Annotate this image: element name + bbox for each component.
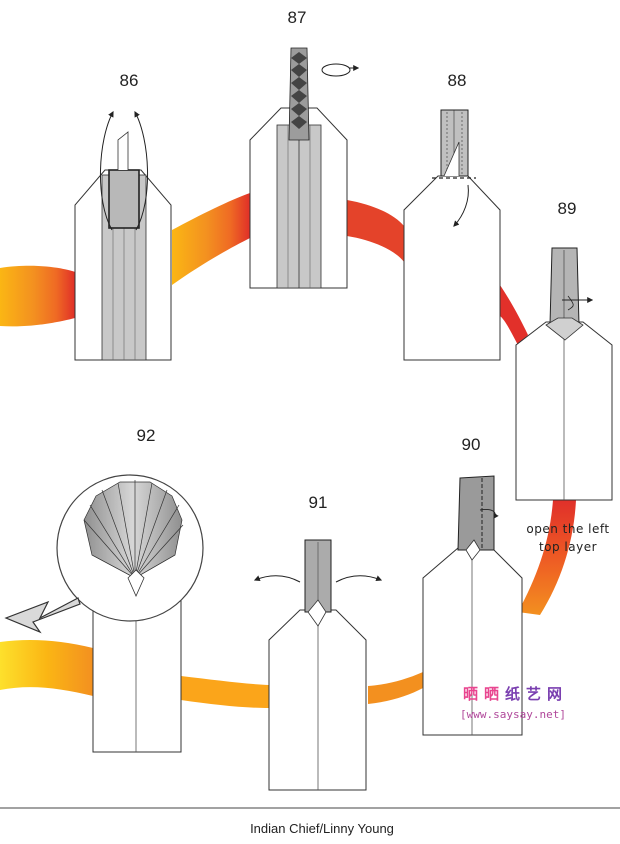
watermark-char-5: 网 [547,685,562,703]
step-87-model [249,47,360,289]
step-86-number: 86 [120,71,139,90]
step-89-instruction-line1: open the left [526,522,609,536]
watermark-char-4: 艺 [526,685,541,703]
step-92-number: 92 [137,426,156,445]
step-89-instruction-line2: top layer [539,540,597,554]
step-86-model [74,110,172,361]
step-90-model [422,475,523,736]
headdress-fan [83,480,184,579]
step-87-number: 87 [288,8,307,27]
watermark-char-1: 晒 [463,685,478,703]
step-90-number: 90 [462,435,481,454]
step-89-model [515,247,613,501]
step-88-model [403,109,501,361]
step-91-number: 91 [309,493,328,512]
step-91-model [253,539,383,791]
step-89-number: 89 [558,199,577,218]
step-92-model [4,474,204,753]
watermark-char-3: 纸 [505,685,520,703]
ribbon-right [500,285,576,615]
watermark-url: [www.saysay.net] [460,708,566,721]
ribbon-bottom [0,640,423,708]
step-88-number: 88 [448,71,467,90]
watermark: 晒 晒 纸 艺 网 [www.saysay.net] [460,685,566,721]
ribbon-top [0,193,404,327]
footer-credit: Indian Chief/Linny Young [250,821,394,836]
watermark-char-2: 晒 [484,685,499,703]
